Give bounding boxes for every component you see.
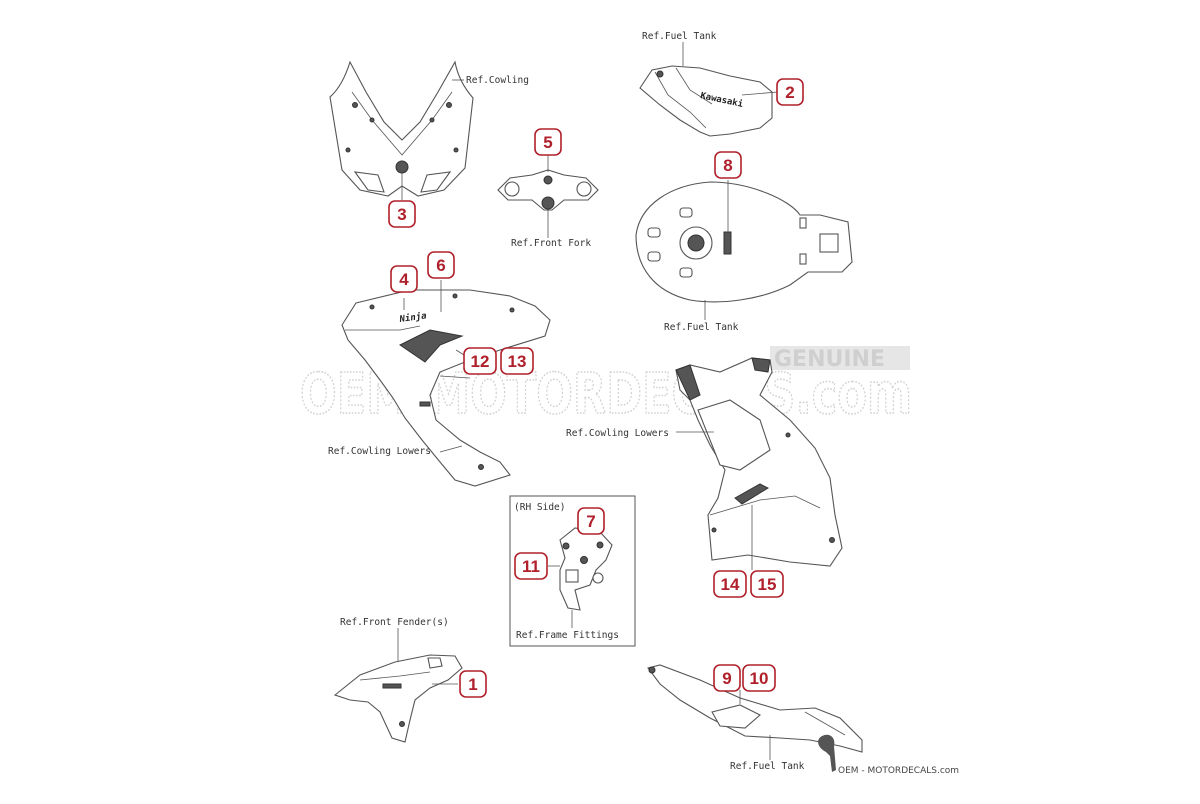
fuel-tank-top-view xyxy=(635,180,853,320)
callout-3: 3 xyxy=(388,200,416,228)
callout-14: 14 xyxy=(713,570,747,598)
ref-cowling-lowers-right: Ref.Cowling Lowers xyxy=(566,428,669,439)
right-lower-cowling xyxy=(675,357,843,570)
svg-text:14: 14 xyxy=(721,575,740,594)
ref-frame-fittings: Ref.Frame Fittings xyxy=(516,630,619,641)
svg-text:15: 15 xyxy=(758,575,777,594)
callout-13: 13 xyxy=(500,347,534,375)
svg-text:2: 2 xyxy=(785,83,794,102)
site-logo: OEM - MOTORDECALS.com xyxy=(818,734,959,776)
ref-front-fork: Ref.Front Fork xyxy=(511,238,591,249)
svg-text:13: 13 xyxy=(508,352,527,371)
top-triple-clamp xyxy=(497,154,599,238)
callout-4: 4 xyxy=(390,265,418,293)
svg-text:5: 5 xyxy=(543,133,552,152)
bird-logo-icon xyxy=(818,734,836,772)
watermark-genuine-box xyxy=(770,346,910,370)
fuel-tank-side xyxy=(639,42,779,137)
callout-2: 2 xyxy=(776,78,804,106)
callout-15: 15 xyxy=(750,570,784,598)
left-side-cowling xyxy=(341,280,551,487)
ref-cowling: Ref.Cowling xyxy=(466,75,529,86)
ref-fuel-tank-bottom: Ref.Fuel Tank xyxy=(730,761,805,772)
rh-side-label: (RH Side) xyxy=(514,502,565,513)
ref-fuel-tank-mid: Ref.Fuel Tank xyxy=(664,322,739,333)
front-cowling xyxy=(329,60,474,200)
callout-5: 5 xyxy=(534,128,562,156)
svg-text:10: 10 xyxy=(750,669,769,688)
callout-12: 12 xyxy=(463,347,497,375)
callout-7: 7 xyxy=(577,507,605,535)
svg-text:1: 1 xyxy=(468,675,477,694)
svg-text:3: 3 xyxy=(397,205,406,224)
ref-cowling-lowers-left: Ref.Cowling Lowers xyxy=(328,446,431,457)
svg-text:4: 4 xyxy=(399,270,409,289)
ref-fuel-tank-top: Ref.Fuel Tank xyxy=(642,31,717,42)
svg-text:11: 11 xyxy=(522,557,540,576)
callout-11: 11 xyxy=(514,552,548,580)
watermark-genuine: GENUINE xyxy=(774,347,885,372)
callout-10: 10 xyxy=(742,664,776,692)
callout-6: 6 xyxy=(427,251,455,279)
logo-text: OEM - MOTORDECALS.com xyxy=(838,766,959,776)
svg-text:7: 7 xyxy=(586,512,595,531)
callouts: 1 2 3 4 5 6 7 8 xyxy=(388,78,804,698)
ref-front-fenders: Ref.Front Fender(s) xyxy=(340,617,449,628)
callout-9: 9 xyxy=(713,664,741,692)
callout-8: 8 xyxy=(714,151,742,179)
svg-text:12: 12 xyxy=(471,352,490,371)
svg-text:6: 6 xyxy=(436,256,445,275)
front-fender xyxy=(333,628,463,743)
seat-cowl xyxy=(647,664,863,760)
svg-text:9: 9 xyxy=(722,669,731,688)
svg-text:8: 8 xyxy=(723,156,732,175)
ninja-decal-text: Ninja xyxy=(398,310,428,325)
callout-1: 1 xyxy=(459,670,487,698)
